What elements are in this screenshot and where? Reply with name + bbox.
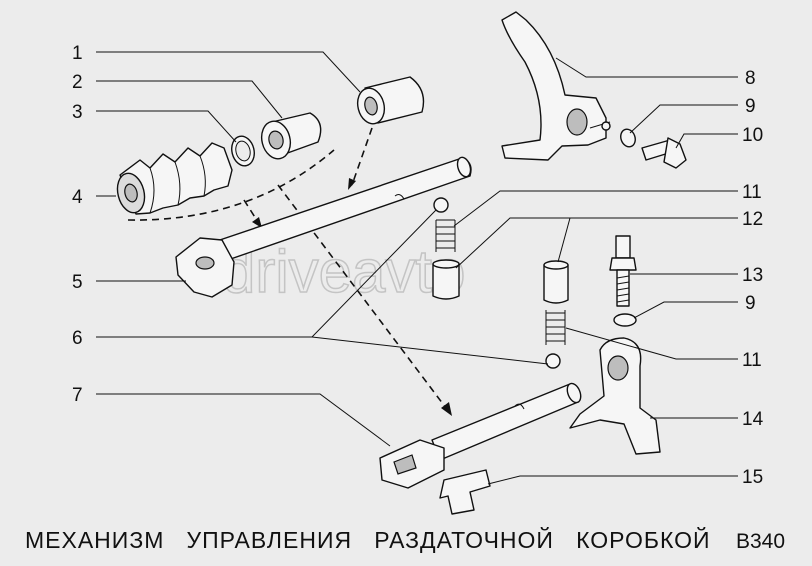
boot-group-dashed-outline bbox=[127, 149, 335, 221]
callout-6: 6 bbox=[72, 328, 83, 349]
part-14-lower-fork bbox=[569, 337, 661, 455]
leader-6 bbox=[96, 209, 549, 365]
leader-1 bbox=[96, 51, 361, 93]
leader-9-lower bbox=[633, 301, 738, 319]
part-9-washer-upper bbox=[620, 128, 636, 148]
callout-1: 1 bbox=[72, 43, 83, 64]
part-2-sleeve bbox=[260, 112, 322, 160]
callout-14: 14 bbox=[742, 409, 764, 430]
leader-12 bbox=[455, 217, 738, 269]
callout-3: 3 bbox=[72, 102, 83, 123]
part-9-washer-lower bbox=[613, 313, 637, 327]
callout-7: 7 bbox=[72, 385, 83, 406]
callout-13: 13 bbox=[742, 265, 763, 286]
callout-12: 12 bbox=[742, 209, 763, 230]
callout-11-upper: 11 bbox=[742, 182, 762, 203]
part-8-upper-fork bbox=[501, 11, 611, 161]
part-7-lower-rod bbox=[379, 382, 582, 489]
part-10-bolt bbox=[641, 137, 687, 169]
callout-10: 10 bbox=[742, 125, 763, 146]
part-5-upper-rod bbox=[175, 156, 472, 298]
leader-11-upper bbox=[453, 190, 738, 227]
callout-8: 8 bbox=[745, 68, 756, 89]
leader-10 bbox=[675, 133, 738, 149]
leader-11-lower bbox=[565, 327, 738, 360]
leader-9-upper bbox=[629, 104, 738, 134]
callout-5: 5 bbox=[72, 272, 83, 293]
callout-15: 15 bbox=[742, 467, 763, 488]
part-15-clip bbox=[439, 469, 491, 515]
callout-11-lower: 11 bbox=[742, 350, 762, 371]
leader-8 bbox=[555, 57, 738, 78]
leader-15 bbox=[487, 475, 738, 485]
part-3-ring bbox=[231, 135, 255, 167]
assembly-arrow-bushing bbox=[351, 127, 373, 186]
figure-code: B340 bbox=[736, 530, 786, 553]
part-12-plunger-lower bbox=[543, 260, 569, 304]
leader-3 bbox=[96, 110, 237, 143]
part-6-ball-upper bbox=[433, 197, 449, 213]
part-12-plunger-upper bbox=[432, 259, 460, 300]
assembly-arrow-boot bbox=[243, 199, 259, 223]
part-4-boot bbox=[116, 142, 233, 215]
leader-2 bbox=[96, 80, 283, 119]
callout-4: 4 bbox=[72, 187, 83, 208]
callout-2: 2 bbox=[72, 72, 83, 93]
part-13-stud bbox=[609, 235, 637, 307]
assembly-arrow-to-lower-rod bbox=[277, 184, 447, 409]
part-1-bushing bbox=[356, 76, 425, 125]
part-11-spring-lower bbox=[545, 310, 566, 345]
callout-9-lower: 9 bbox=[745, 293, 756, 314]
leader-7 bbox=[96, 393, 391, 447]
callout-9-upper: 9 bbox=[745, 96, 756, 117]
figure-caption: МЕХАНИЗМ УПРАВЛЕНИЯ РАЗДАТОЧНОЙ КОРОБКОЙ bbox=[25, 527, 711, 553]
part-6-ball-lower bbox=[545, 353, 561, 369]
